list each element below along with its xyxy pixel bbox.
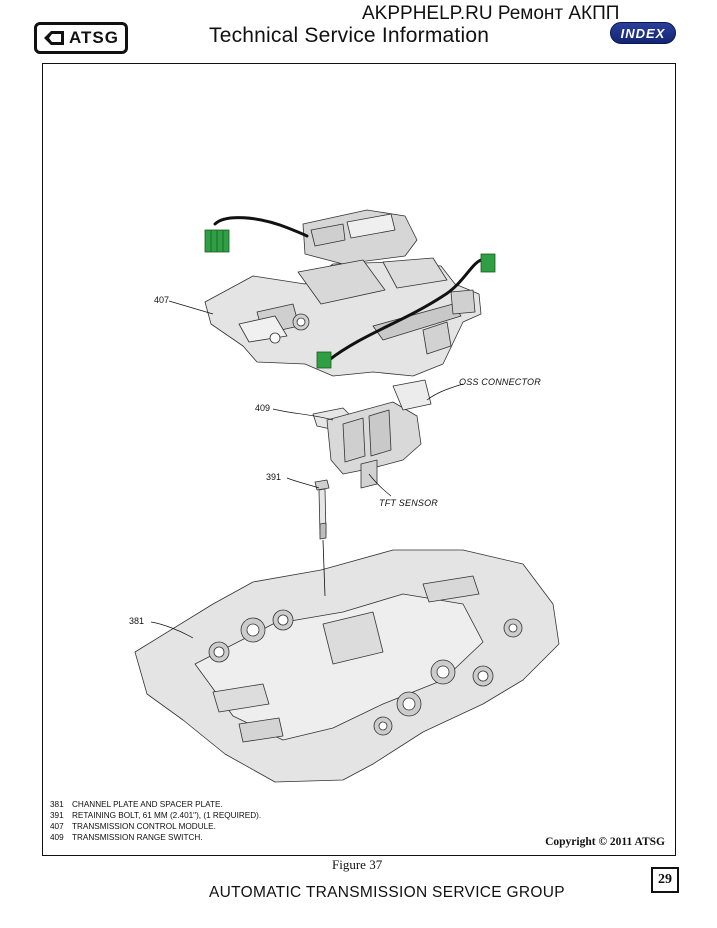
exploded-view-drawing: [134, 209, 560, 783]
figure-frame: 407 409 391 381 OSS CONNECTOR TFT SENSOR…: [42, 63, 676, 856]
channel-plate: [134, 549, 560, 783]
callout-407: 407: [154, 295, 170, 305]
range-switch: [312, 379, 432, 489]
leader-oss: [426, 383, 464, 401]
tft-sensor-label: TFT SENSOR: [379, 498, 439, 508]
leader-tft: [368, 473, 392, 497]
leader-391: [286, 477, 320, 489]
index-button[interactable]: INDEX: [610, 22, 676, 44]
atsg-logo-icon: [44, 31, 65, 45]
leader-407: [168, 300, 214, 315]
copyright: Copyright © 2011 ATSG: [545, 836, 665, 848]
harness-left: [213, 216, 309, 238]
footer-org: AUTOMATIC TRANSMISSION SERVICE GROUP: [209, 884, 565, 901]
logo-text: ATSG: [69, 28, 119, 47]
callout-409: 409: [255, 403, 271, 413]
connector-right: [480, 253, 496, 273]
site-header: AKPPHELP.RU Ремонт АКПП: [362, 3, 620, 24]
atsg-logo: ATSG: [34, 22, 128, 54]
callout-391: 391: [266, 472, 282, 482]
leader-409: [272, 408, 334, 421]
bolt-guide-line: [322, 539, 326, 597]
connector-center: [316, 351, 332, 369]
retaining-bolt: [314, 479, 330, 540]
tcm-module: [204, 209, 482, 377]
leader-381: [150, 621, 194, 639]
harness-right: [327, 258, 483, 362]
page-number: 29: [651, 867, 679, 893]
callout-381: 381: [129, 616, 145, 626]
figure-caption: Figure 37: [332, 857, 383, 872]
oss-connector-label: OSS CONNECTOR: [459, 377, 541, 387]
page-title: Technical Service Information: [209, 24, 490, 47]
